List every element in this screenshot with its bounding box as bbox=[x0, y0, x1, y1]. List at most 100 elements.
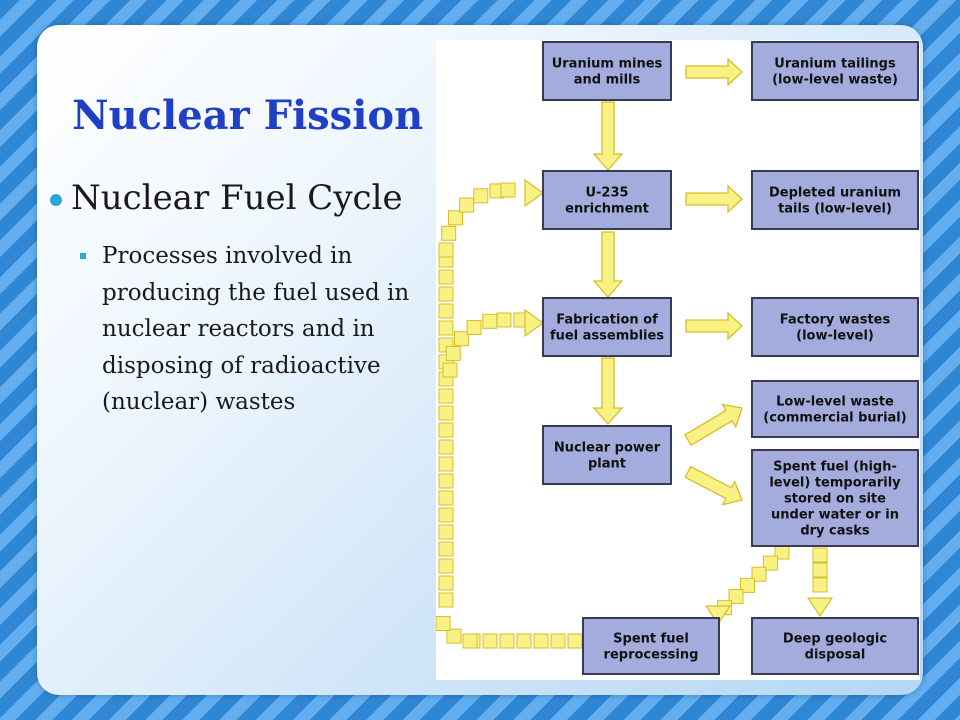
slide-title: Nuclear Fission bbox=[72, 92, 424, 139]
node-label-tailings: (low-level waste) bbox=[772, 73, 898, 88]
feedback-dash bbox=[482, 633, 498, 649]
node-label-spentstore: Spent fuel (high- bbox=[773, 460, 897, 475]
node-label-mines: and mills bbox=[574, 73, 641, 88]
feedback-dash bbox=[438, 490, 454, 506]
node-box-spentstore bbox=[751, 449, 919, 547]
feedback-dash bbox=[445, 345, 461, 361]
node-box-depleted bbox=[751, 170, 919, 230]
feedback-arrowhead-enrichment bbox=[524, 178, 545, 208]
feedback-dash bbox=[812, 577, 828, 593]
feedback-dash bbox=[740, 577, 756, 593]
feedback-dash bbox=[438, 286, 454, 302]
node-label-enrichment: enrichment bbox=[565, 202, 649, 217]
node-label-power: Nuclear power bbox=[554, 441, 661, 456]
feedback-dash bbox=[462, 633, 478, 649]
node-label-enrichment: U-235 bbox=[585, 186, 628, 201]
node-label-tailings: Uranium tailings bbox=[774, 57, 896, 72]
node-label-reprocess: Spent fuel bbox=[613, 632, 689, 647]
feedback-dash bbox=[473, 188, 489, 204]
feedback-dash bbox=[459, 197, 475, 213]
node-label-reprocess: reprocessing bbox=[604, 648, 699, 663]
feedback-dash bbox=[763, 555, 779, 571]
node-label-lowlevel: Low-level waste bbox=[776, 395, 894, 410]
arrow-mines-to-tailings bbox=[685, 57, 743, 87]
bullet-dot-icon bbox=[50, 194, 62, 206]
arrow-enrichment-to-fabrication bbox=[592, 231, 624, 298]
feedback-dash bbox=[438, 473, 454, 489]
arrowhead-to-reprocessing bbox=[704, 605, 732, 626]
node-label-fabrication: Fabrication of bbox=[556, 313, 658, 328]
feedback-dash bbox=[482, 313, 498, 329]
feedback-dash bbox=[567, 633, 583, 649]
node-label-power: plant bbox=[588, 457, 626, 472]
node-box-enrichment bbox=[542, 170, 672, 230]
feedback-dash bbox=[516, 633, 532, 649]
feedback-dash bbox=[500, 182, 516, 198]
node-box-tailings bbox=[751, 41, 919, 101]
feedback-dash bbox=[438, 558, 454, 574]
node-box-mines bbox=[542, 41, 672, 101]
feedback-dash bbox=[812, 547, 828, 563]
feedback-dash bbox=[438, 269, 454, 285]
node-label-geologic: Deep geologic bbox=[783, 632, 887, 647]
feedback-dash bbox=[448, 210, 464, 226]
node-label-lowlevel: (commercial burial) bbox=[763, 411, 906, 426]
arrow-mines-to-enrichment bbox=[592, 101, 624, 171]
feedback-dash bbox=[438, 592, 454, 608]
feedback-dash bbox=[438, 456, 454, 472]
feedback-dash bbox=[438, 303, 454, 319]
node-box-fabrication bbox=[542, 297, 672, 357]
node-label-geologic: disposal bbox=[805, 648, 866, 663]
feedback-dash bbox=[438, 507, 454, 523]
node-label-depleted: tails (low-level) bbox=[778, 202, 892, 217]
arrowhead-to-geologic bbox=[806, 597, 834, 618]
feedback-dash bbox=[438, 388, 454, 404]
feedback-dash bbox=[441, 225, 457, 241]
arrow-power-to-spent bbox=[684, 465, 743, 506]
feedback-arrowhead-fabrication bbox=[524, 308, 545, 338]
arrow-power-to-lowlevel bbox=[684, 403, 743, 447]
feedback-dash bbox=[812, 562, 828, 578]
feedback-dash bbox=[438, 524, 454, 540]
feedback-dash bbox=[499, 633, 515, 649]
arrow-fabrication-to-power bbox=[592, 357, 624, 425]
feedback-dash bbox=[436, 616, 451, 632]
feedback-dash bbox=[454, 331, 470, 347]
bullet-text: Nuclear Fuel Cycle bbox=[71, 178, 403, 218]
feedback-dash bbox=[446, 628, 462, 644]
sub-bullet-text: Processes involved in producing the fuel… bbox=[102, 243, 410, 415]
feedback-dash bbox=[728, 589, 744, 605]
arrow-enrichment-to-depleted bbox=[685, 184, 743, 214]
node-label-spentstore: under water or in bbox=[771, 508, 899, 523]
feedback-dash bbox=[438, 439, 454, 455]
node-box-geologic bbox=[751, 617, 919, 675]
feedback-dash bbox=[438, 575, 454, 591]
node-label-depleted: Depleted uranium bbox=[769, 186, 901, 201]
feedback-dash bbox=[438, 242, 454, 258]
feedback-dash bbox=[751, 566, 767, 582]
feedback-dash bbox=[438, 405, 454, 421]
node-label-spentstore: level) temporarily bbox=[769, 476, 901, 491]
node-box-power bbox=[542, 425, 672, 485]
node-label-spentstore: dry casks bbox=[800, 524, 870, 539]
feedback-dash bbox=[496, 312, 512, 328]
node-label-spentstore: stored on site bbox=[784, 492, 886, 507]
feedback-dash bbox=[533, 633, 549, 649]
arrow-fabrication-to-factory bbox=[685, 311, 743, 341]
node-label-factory: Factory wastes bbox=[780, 313, 891, 328]
node-label-fabrication: fuel assemblies bbox=[550, 329, 664, 344]
feedback-dash bbox=[438, 320, 454, 336]
node-box-lowlevel bbox=[751, 380, 919, 438]
feedback-dash bbox=[438, 541, 454, 557]
node-label-factory: (low-level) bbox=[796, 329, 874, 344]
node-box-factory bbox=[751, 297, 919, 357]
feedback-dash bbox=[466, 319, 482, 335]
feedback-dash bbox=[442, 362, 458, 378]
square-bullet-icon bbox=[80, 253, 86, 259]
node-box-reprocess bbox=[582, 617, 720, 675]
feedback-dash bbox=[550, 633, 566, 649]
feedback-dash bbox=[438, 422, 454, 438]
node-label-mines: Uranium mines bbox=[552, 57, 663, 72]
